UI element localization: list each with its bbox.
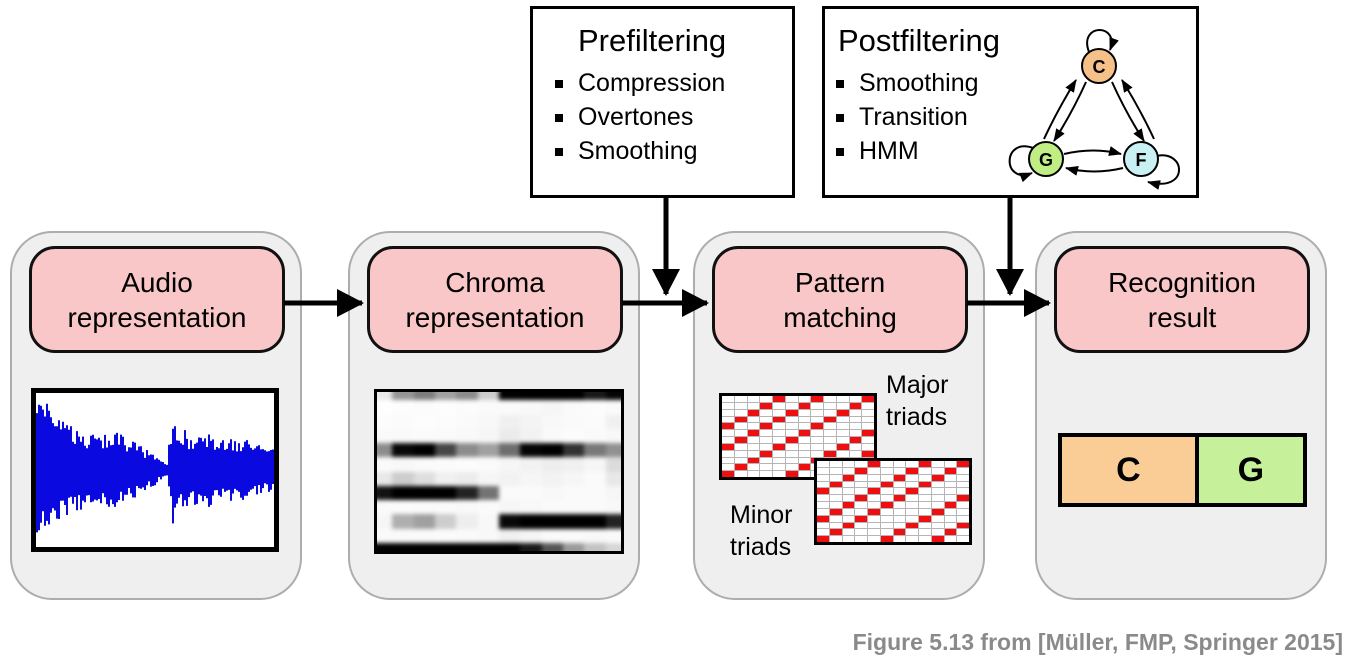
hmm-node-c	[1081, 48, 1117, 84]
hmm-selfloop-f	[1147, 154, 1180, 190]
bullet-square-icon	[555, 113, 563, 122]
bullet-item: HMM	[836, 137, 1196, 165]
bullet-item: Transition	[836, 103, 1196, 131]
hmm-arrow-g-to-f	[1063, 146, 1122, 156]
hmm-selfloop-g	[1008, 145, 1034, 183]
hmm-node-g	[1028, 141, 1064, 177]
bullet-square-icon	[836, 113, 844, 122]
minor-triads-matrix	[814, 458, 972, 545]
waveform-figure	[31, 388, 279, 552]
bullet-square-icon	[555, 147, 563, 156]
chromagram-figure	[374, 389, 624, 554]
hmm-arrow-f-to-c	[1121, 79, 1155, 140]
result-segment-c: C	[1062, 437, 1195, 503]
stage-label-line1: Pattern	[794, 266, 886, 298]
hmm-arrow-c-to-g	[1053, 81, 1087, 142]
bullet-item: Smoothing	[836, 69, 1196, 97]
chord-result-bar: C G	[1058, 433, 1307, 507]
bullet-square-icon	[836, 79, 844, 88]
stage-pattern-matching: Pattern matching Major triads Minor tria…	[693, 231, 985, 600]
stage-label-line2: representation	[405, 301, 585, 333]
bullet-item: Overtones	[555, 103, 792, 131]
stage-label-line2: matching	[783, 301, 897, 333]
bullet-item: Smoothing	[555, 137, 792, 165]
waveform-plot	[36, 403, 274, 533]
stage-label-line2: representation	[67, 301, 247, 333]
hmm-arrow-f-to-g	[1065, 166, 1124, 176]
audio-representation-label: Audio representation	[29, 246, 285, 353]
stage-audio-representation: Audio representation	[10, 231, 302, 600]
figure-caption: Figure 5.13 from [Müller, FMP, Springer …	[852, 629, 1343, 655]
prefiltering-title: Prefiltering	[578, 23, 727, 58]
hmm-node-g-label: G	[1039, 150, 1053, 170]
stage-label-line1: Audio	[121, 266, 193, 298]
hmm-selfloop-c	[1086, 29, 1119, 53]
pattern-matching-label: Pattern matching	[712, 246, 968, 353]
major-triads-matrix	[719, 393, 877, 480]
result-segment-g: G	[1194, 437, 1303, 503]
bullet-square-icon	[555, 79, 563, 88]
chromagram-grid	[377, 392, 621, 551]
hmm-node-f	[1123, 141, 1159, 177]
bullet-item: Compression	[555, 69, 792, 97]
stage-label-line2: result	[1147, 301, 1217, 333]
hmm-arrow-c-to-f	[1111, 81, 1145, 142]
chroma-representation-label: Chroma representation	[367, 246, 623, 353]
minor-triads-label: Minor triads	[730, 501, 793, 561]
major-triads-label: Major triads	[886, 371, 949, 431]
stage-recognition-result: Recognition result C G	[1035, 231, 1327, 600]
postfiltering-title: Postfiltering	[838, 23, 1000, 58]
hmm-node-c-label: C	[1093, 57, 1106, 77]
bullet-square-icon	[836, 147, 844, 156]
hmm-state-diagram: C G F	[1008, 29, 1180, 190]
hmm-node-f-label: F	[1136, 150, 1147, 170]
stage-label-line1: Chroma	[445, 266, 545, 298]
stage-chroma-representation: Chroma representation	[348, 231, 640, 600]
recognition-result-label: Recognition result	[1054, 246, 1310, 353]
hmm-arrow-g-to-c	[1043, 79, 1077, 140]
stage-label-line1: Recognition	[1108, 266, 1256, 298]
